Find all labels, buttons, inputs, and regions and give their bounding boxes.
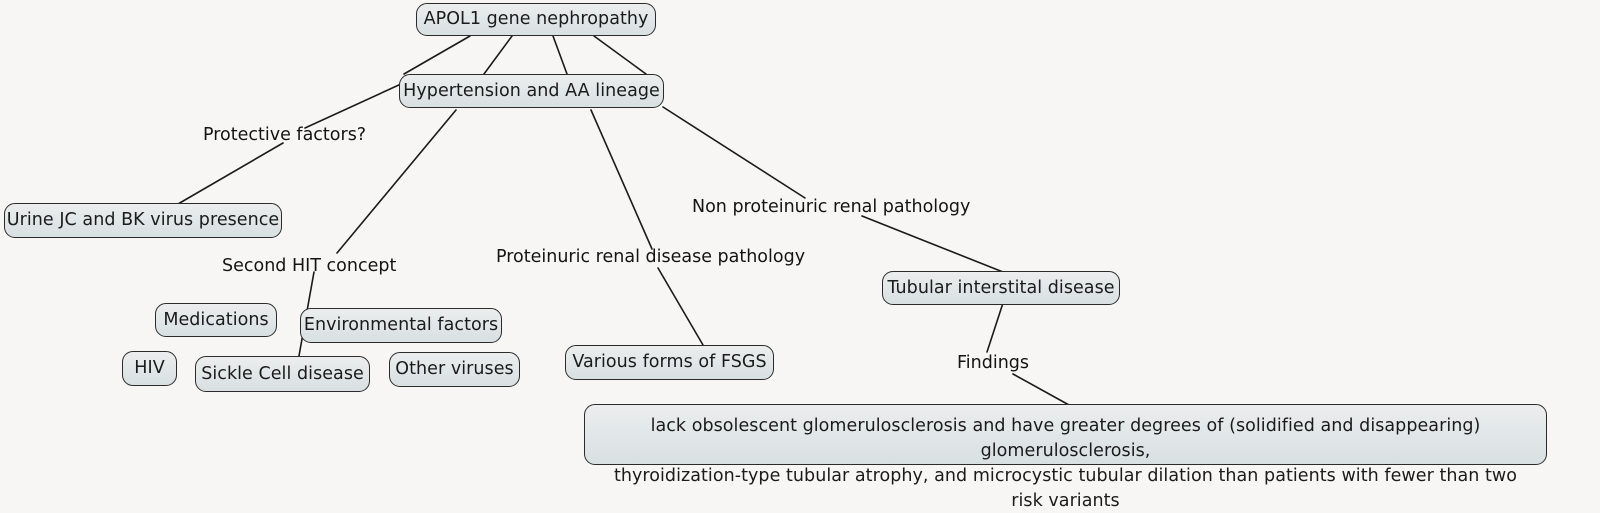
node-findings-description[interactable]: lack obsolescent glomerulosclerosis and …: [584, 404, 1547, 511]
edge-apol1-htn-2: [483, 35, 513, 75]
edge-tubular-findings-upper: [986, 302, 1004, 353]
edge-htn-urine-upper: [304, 83, 402, 129]
edge-tubular-findings-lower: [1012, 373, 1070, 406]
edge-label-non-proteinuric-renal-pathology: Non proteinuric renal pathology: [692, 197, 971, 217]
edge-label-proteinuric-renal-disease-pathology: Proteinuric renal disease pathology: [496, 247, 806, 267]
edge-apol1-htn-4: [593, 35, 647, 75]
node-sickle-cell-disease[interactable]: Sickle Cell disease: [195, 356, 370, 392]
findings-line-1: lack obsolescent glomerulosclerosis and …: [650, 416, 1481, 461]
node-tubular-interstital-disease[interactable]: Tubular interstital disease: [882, 271, 1120, 305]
node-other-viruses[interactable]: Other viruses: [389, 352, 520, 387]
edge-apol1-htn-1: [403, 35, 471, 75]
node-apol1-gene-nephropathy[interactable]: APOL1 gene nephropathy: [416, 3, 656, 36]
node-environmental-factors[interactable]: Environmental factors: [300, 308, 502, 343]
edge-htn-urine-lower: [177, 142, 284, 205]
edge-label-second-hit-concept: Second HIT concept: [222, 256, 397, 276]
edge-label-protective-factors: Protective factors?: [203, 125, 367, 145]
node-medications[interactable]: Medications: [155, 303, 277, 337]
node-hypertension-and-aa-lineage[interactable]: Hypertension and AA lineage: [399, 74, 664, 108]
concept-map-canvas: APOL1 gene nephropathy Hypertension and …: [4, 3, 1547, 511]
edge-htn-fsgs-upper: [590, 109, 653, 250]
edge-apol1-htn-3: [552, 35, 568, 75]
edge-htn-fsgs-lower: [657, 267, 704, 346]
node-urine-jc-bk-virus-presence[interactable]: Urine JC and BK virus presence: [4, 203, 282, 238]
edge-htn-tubular-lower: [861, 215, 1004, 273]
node-various-forms-of-fsgs[interactable]: Various forms of FSGS: [565, 345, 774, 380]
edge-label-findings: Findings: [957, 353, 1030, 373]
findings-line-2: thyroidization-type tubular atrophy, and…: [613, 465, 1518, 511]
edge-htn-tubular-upper: [662, 106, 806, 199]
node-hiv[interactable]: HIV: [122, 351, 177, 386]
